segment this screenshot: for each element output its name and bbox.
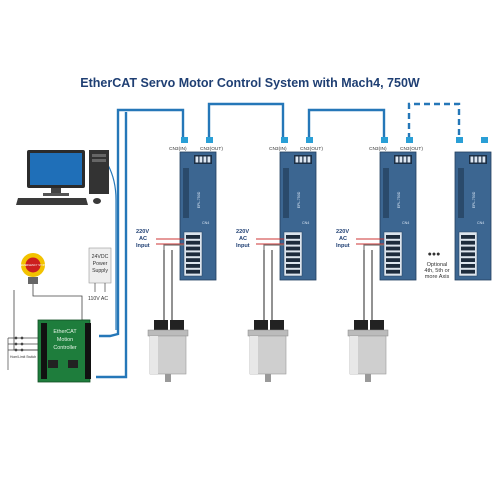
cable-drive3-to-optional bbox=[407, 102, 461, 139]
drive-model-label: EPL-750D bbox=[397, 191, 401, 208]
mouse bbox=[93, 198, 101, 204]
port-out-label: CN3(OUT) bbox=[200, 146, 223, 152]
motor-cable bbox=[163, 250, 173, 322]
optional-axis: ●●● Optional 4th, 5th or more Axis bbox=[424, 251, 449, 280]
monitor-stand bbox=[51, 188, 61, 193]
drive-model-label: EPL-750D bbox=[297, 191, 301, 208]
controller-line1: EtherCAT bbox=[53, 329, 77, 335]
ac-input-line2: AC bbox=[139, 236, 147, 242]
servo-motor-2 bbox=[247, 244, 289, 382]
drive-cn4-label: CN4 bbox=[202, 221, 209, 225]
controller-line2: Motion bbox=[57, 337, 73, 343]
ethercat-cables bbox=[96, 102, 461, 379]
port-in-label: CN3(IN) bbox=[369, 146, 387, 152]
servo-drive-optional: EPL-750D CN4 bbox=[454, 137, 492, 281]
ethercat-out-port bbox=[406, 137, 413, 143]
emergency-stop: EMERGENCY STOP bbox=[21, 253, 46, 284]
controller-line3: Controller bbox=[53, 345, 77, 351]
keyboard bbox=[16, 198, 88, 205]
power-supply-line2: Power bbox=[93, 261, 108, 267]
motor-flange bbox=[347, 329, 389, 337]
drive-connector bbox=[383, 168, 389, 218]
port-out-label: CN3(OUT) bbox=[300, 146, 323, 152]
ac-input-line3: Input bbox=[336, 243, 350, 249]
monitor-base bbox=[43, 193, 69, 196]
motor-flange bbox=[247, 329, 289, 337]
ac-input-line3: Input bbox=[236, 243, 250, 249]
motor-shaft bbox=[265, 374, 271, 382]
ethercat-in-port bbox=[181, 137, 188, 143]
optional-line2: 4th, 5th or bbox=[424, 268, 449, 274]
motor-connector bbox=[254, 320, 268, 330]
ac-input-line2: AC bbox=[339, 236, 347, 242]
drive-display bbox=[294, 155, 312, 164]
motor-connector bbox=[354, 320, 368, 330]
power-supply: 24VDC Power Supply 110V AC bbox=[88, 247, 112, 302]
drive-connector bbox=[458, 168, 464, 218]
power-supply-line3: Supply bbox=[92, 268, 108, 274]
cable-controller-lower bbox=[96, 112, 128, 379]
motor-cable bbox=[263, 250, 273, 322]
ethercat-in-port bbox=[456, 137, 463, 143]
ac-input-line3: Input bbox=[136, 243, 150, 249]
emergency-stop-label: EMERGENCY STOP bbox=[21, 263, 46, 267]
servo-drives: CN3(IN)CN3(OUT)EPL-750DCN4220VACInputCN3… bbox=[136, 137, 492, 281]
ethercat-controller: EtherCAT Motion Controller bbox=[37, 319, 91, 383]
drive-cn4-label: CN4 bbox=[477, 221, 484, 225]
emergency-stop-button-icon bbox=[25, 257, 41, 273]
motor-shaft bbox=[165, 374, 171, 382]
power-supply-ac-label: 110V AC bbox=[88, 296, 108, 302]
drive-display bbox=[194, 155, 212, 164]
cable-controller-to-drive1 bbox=[99, 108, 185, 338]
motor-shaft bbox=[365, 374, 371, 382]
power-supply-line1: 24VDC bbox=[92, 254, 109, 260]
computer bbox=[16, 150, 109, 205]
port-out-label: CN3(OUT) bbox=[400, 146, 423, 152]
ac-input-line1: 220V bbox=[336, 229, 349, 235]
servo-motor-1 bbox=[147, 244, 189, 382]
limit-switch-wiring bbox=[7, 336, 38, 370]
motor-connector bbox=[154, 320, 168, 330]
drive-model-label: EPL-750D bbox=[472, 191, 476, 208]
ac-input-line1: 220V bbox=[136, 229, 149, 235]
ethercat-in-port bbox=[281, 137, 288, 143]
drive-connector bbox=[183, 168, 189, 218]
optional-line1: Optional bbox=[427, 262, 448, 268]
servo-motor-3 bbox=[347, 244, 389, 382]
port-in-label: CN3(IN) bbox=[169, 146, 187, 152]
ac-input-line1: 220V bbox=[236, 229, 249, 235]
drive-model-label: EPL-750D bbox=[197, 191, 201, 208]
motor-flange bbox=[147, 329, 189, 337]
drive-cn4-label: CN4 bbox=[302, 221, 309, 225]
ethercat-in-port bbox=[381, 137, 388, 143]
drive-cn4-label: CN4 bbox=[402, 221, 409, 225]
optional-dots: ●●● bbox=[428, 251, 441, 258]
drive-display bbox=[469, 155, 487, 164]
optional-line3: more Axis bbox=[425, 274, 450, 280]
ethercat-out-port bbox=[306, 137, 313, 143]
cable-drive1-to-drive2 bbox=[207, 102, 285, 139]
servo-motors bbox=[147, 244, 389, 382]
limit-switch-label: Hom/Limit Switch bbox=[10, 355, 36, 359]
pc-cables bbox=[107, 164, 117, 330]
ethercat-out-port bbox=[206, 137, 213, 143]
monitor-screen bbox=[30, 153, 82, 185]
drive-connector bbox=[283, 168, 289, 218]
diagram-title: EtherCAT Servo Motor Control System with… bbox=[80, 76, 420, 90]
ethercat-out-port bbox=[481, 137, 488, 143]
drive-display bbox=[394, 155, 412, 164]
cable-drive2-to-drive3 bbox=[307, 108, 386, 139]
ac-input-line2: AC bbox=[239, 236, 247, 242]
motor-cable bbox=[363, 250, 373, 322]
port-in-label: CN3(IN) bbox=[269, 146, 287, 152]
